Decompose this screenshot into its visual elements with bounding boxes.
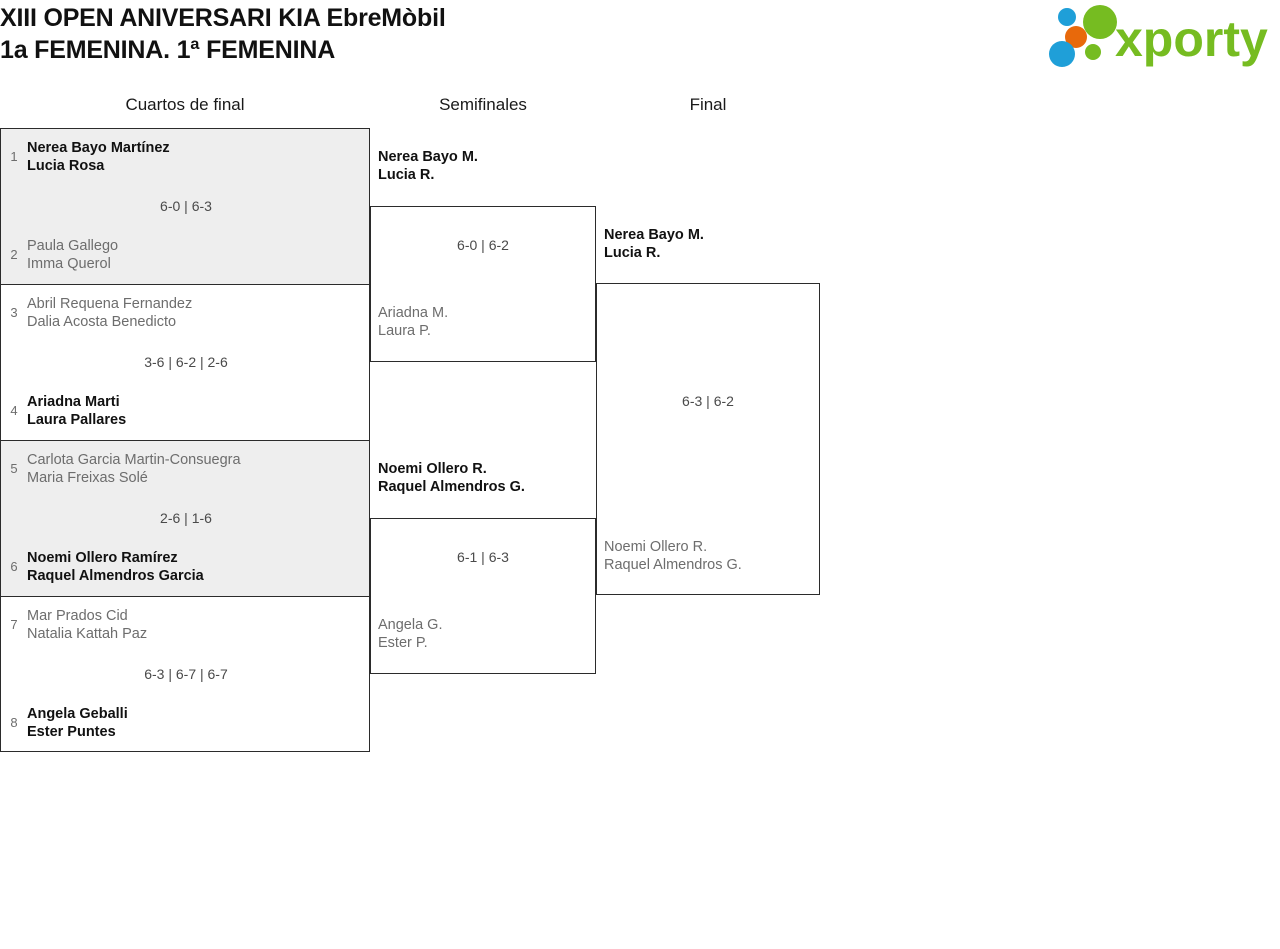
match-qf-4-team-bottom[interactable]: 8 Angela Geballi Ester Puntes bbox=[1, 701, 371, 745]
match-final-connector bbox=[596, 283, 820, 595]
player-name-1: Nerea Bayo Martínez bbox=[27, 140, 170, 156]
seed-number: 6 bbox=[10, 559, 18, 574]
match-qf-2-team-top[interactable]: 3 Abril Requena Fernandez Dalia Acosta B… bbox=[1, 291, 371, 335]
round-header-final: Final bbox=[689, 95, 727, 114]
player-name-1: Carlota Garcia Martin-Consuegra bbox=[27, 452, 241, 468]
match-qf-3-team-bottom[interactable]: 6 Noemi Ollero Ramírez Raquel Almendros … bbox=[1, 545, 371, 589]
player-name-2: Raquel Almendros G. bbox=[604, 557, 742, 573]
player-name-1: Paula Gallego bbox=[27, 238, 119, 254]
player-name-1: Abril Requena Fernandez bbox=[27, 296, 193, 312]
match-qf-4-score: 6-3 | 6-7 | 6-7 bbox=[144, 666, 228, 682]
match-qf-1-team-bottom[interactable]: 2 Paula Gallego Imma Querol bbox=[1, 233, 371, 277]
match-sf-1-team-top[interactable]: Nerea Bayo M. Lucia R. bbox=[378, 148, 588, 184]
match-sf-2-score: 6-1 | 6-3 bbox=[457, 549, 509, 565]
round-headers: Cuartos de final Semifinales Final bbox=[0, 94, 900, 124]
round-header-quarterfinals: Cuartos de final bbox=[125, 95, 245, 114]
match-qf-2-team-bottom[interactable]: 4 Ariadna Marti Laura Pallares bbox=[1, 389, 371, 433]
player-name-2: Laura P. bbox=[378, 323, 431, 339]
player-name-2: Lucia R. bbox=[378, 167, 435, 183]
player-name-2: Ester P. bbox=[378, 635, 428, 651]
match-sf-2-team-bottom[interactable]: Angela G. Ester P. bbox=[378, 616, 588, 652]
match-qf-2-score: 3-6 | 6-2 | 2-6 bbox=[144, 354, 228, 370]
match-final-team-bottom[interactable]: Noemi Ollero R. Raquel Almendros G. bbox=[604, 538, 814, 574]
player-name-1: Angela Geballi bbox=[27, 706, 128, 722]
category-title: 1a FEMENINA. 1ª FEMENINA bbox=[0, 36, 336, 64]
team-names: Paula Gallego Imma Querol bbox=[27, 237, 371, 273]
page-title: XIII OPEN ANIVERSARI KIA EbreMòbil bbox=[0, 4, 446, 32]
seed-number: 1 bbox=[10, 149, 18, 164]
team-names: Noemi Ollero Ramírez Raquel Almendros Ga… bbox=[27, 549, 371, 585]
player-name-1: Nerea Bayo M. bbox=[378, 149, 478, 165]
seed-number: 2 bbox=[10, 247, 18, 262]
player-name-2: Lucia R. bbox=[604, 245, 661, 261]
player-name-1: Mar Prados Cid bbox=[27, 608, 128, 624]
match-sf-2-team-top[interactable]: Noemi Ollero R. Raquel Almendros G. bbox=[378, 460, 588, 496]
match-final-score: 6-3 | 6-2 bbox=[682, 393, 734, 409]
xporty-logo[interactable]: xporty bbox=[1046, 4, 1274, 70]
player-name-1: Noemi Ollero R. bbox=[378, 461, 487, 477]
match-qf-3[interactable]: 5 Carlota Garcia Martin-Consuegra Maria … bbox=[0, 440, 370, 596]
match-qf-4-team-top[interactable]: 7 Mar Prados Cid Natalia Kattah Paz bbox=[1, 603, 371, 647]
player-name-1: Ariadna M. bbox=[378, 305, 449, 321]
match-sf-2-connector bbox=[370, 518, 596, 674]
seed-number: 4 bbox=[10, 403, 18, 418]
player-name-1: Noemi Ollero Ramírez bbox=[27, 550, 178, 566]
match-qf-3-score: 2-6 | 1-6 bbox=[160, 510, 212, 526]
team-names: Abril Requena Fernandez Dalia Acosta Ben… bbox=[27, 295, 371, 331]
seed-number: 5 bbox=[10, 461, 18, 476]
round-quarterfinals: 1 Nerea Bayo Martínez Lucia Rosa 6-0 | 6… bbox=[0, 128, 370, 752]
match-qf-3-team-top[interactable]: 5 Carlota Garcia Martin-Consuegra Maria … bbox=[1, 447, 371, 491]
match-qf-1-team-top[interactable]: 1 Nerea Bayo Martínez Lucia Rosa bbox=[1, 135, 371, 179]
team-names: Mar Prados Cid Natalia Kattah Paz bbox=[27, 607, 371, 643]
match-final-team-top[interactable]: Nerea Bayo M. Lucia R. bbox=[604, 226, 814, 262]
player-name-2: Dalia Acosta Benedicto bbox=[27, 314, 177, 330]
seed-number: 7 bbox=[10, 617, 18, 632]
logo-dots-icon bbox=[1049, 5, 1117, 67]
player-name-1: Noemi Ollero R. bbox=[604, 539, 708, 555]
seed-number: 8 bbox=[10, 715, 18, 730]
match-sf-1-connector bbox=[370, 206, 596, 362]
player-name-2: Laura Pallares bbox=[27, 412, 127, 428]
seed-number: 3 bbox=[10, 305, 18, 320]
match-sf-1-team-bottom[interactable]: Ariadna M. Laura P. bbox=[378, 304, 588, 340]
team-names: Angela Geballi Ester Puntes bbox=[27, 705, 371, 741]
team-names: Carlota Garcia Martin-Consuegra Maria Fr… bbox=[27, 451, 371, 487]
player-name-2: Ester Puntes bbox=[27, 724, 116, 740]
match-qf-1-score: 6-0 | 6-3 bbox=[160, 198, 212, 214]
player-name-2: Natalia Kattah Paz bbox=[27, 626, 148, 642]
match-qf-2[interactable]: 3 Abril Requena Fernandez Dalia Acosta B… bbox=[0, 284, 370, 440]
player-name-1: Nerea Bayo M. bbox=[604, 227, 704, 243]
team-names: Ariadna Marti Laura Pallares bbox=[27, 393, 371, 429]
team-names: Nerea Bayo Martínez Lucia Rosa bbox=[27, 139, 371, 175]
match-sf-1-score: 6-0 | 6-2 bbox=[457, 237, 509, 253]
match-qf-1[interactable]: 1 Nerea Bayo Martínez Lucia Rosa 6-0 | 6… bbox=[0, 128, 370, 284]
player-name-2: Maria Freixas Solé bbox=[27, 470, 148, 486]
logo-wordmark: xporty bbox=[1115, 11, 1268, 67]
match-qf-4[interactable]: 7 Mar Prados Cid Natalia Kattah Paz 6-3 … bbox=[0, 596, 370, 752]
player-name-2: Raquel Almendros G. bbox=[378, 479, 525, 495]
page-header: XIII OPEN ANIVERSARI KIA EbreMòbil 1a FE… bbox=[0, 0, 1280, 78]
player-name-1: Ariadna Marti bbox=[27, 394, 120, 410]
player-name-2: Raquel Almendros Garcia bbox=[27, 568, 204, 584]
player-name-2: Imma Querol bbox=[27, 256, 111, 272]
round-header-semifinals: Semifinales bbox=[439, 95, 527, 114]
tournament-title: XIII OPEN ANIVERSARI KIA EbreMòbil 1a FE… bbox=[0, 2, 900, 67]
player-name-2: Lucia Rosa bbox=[27, 158, 105, 174]
bracket: 1 Nerea Bayo Martínez Lucia Rosa 6-0 | 6… bbox=[0, 128, 860, 768]
player-name-1: Angela G. bbox=[378, 617, 443, 633]
